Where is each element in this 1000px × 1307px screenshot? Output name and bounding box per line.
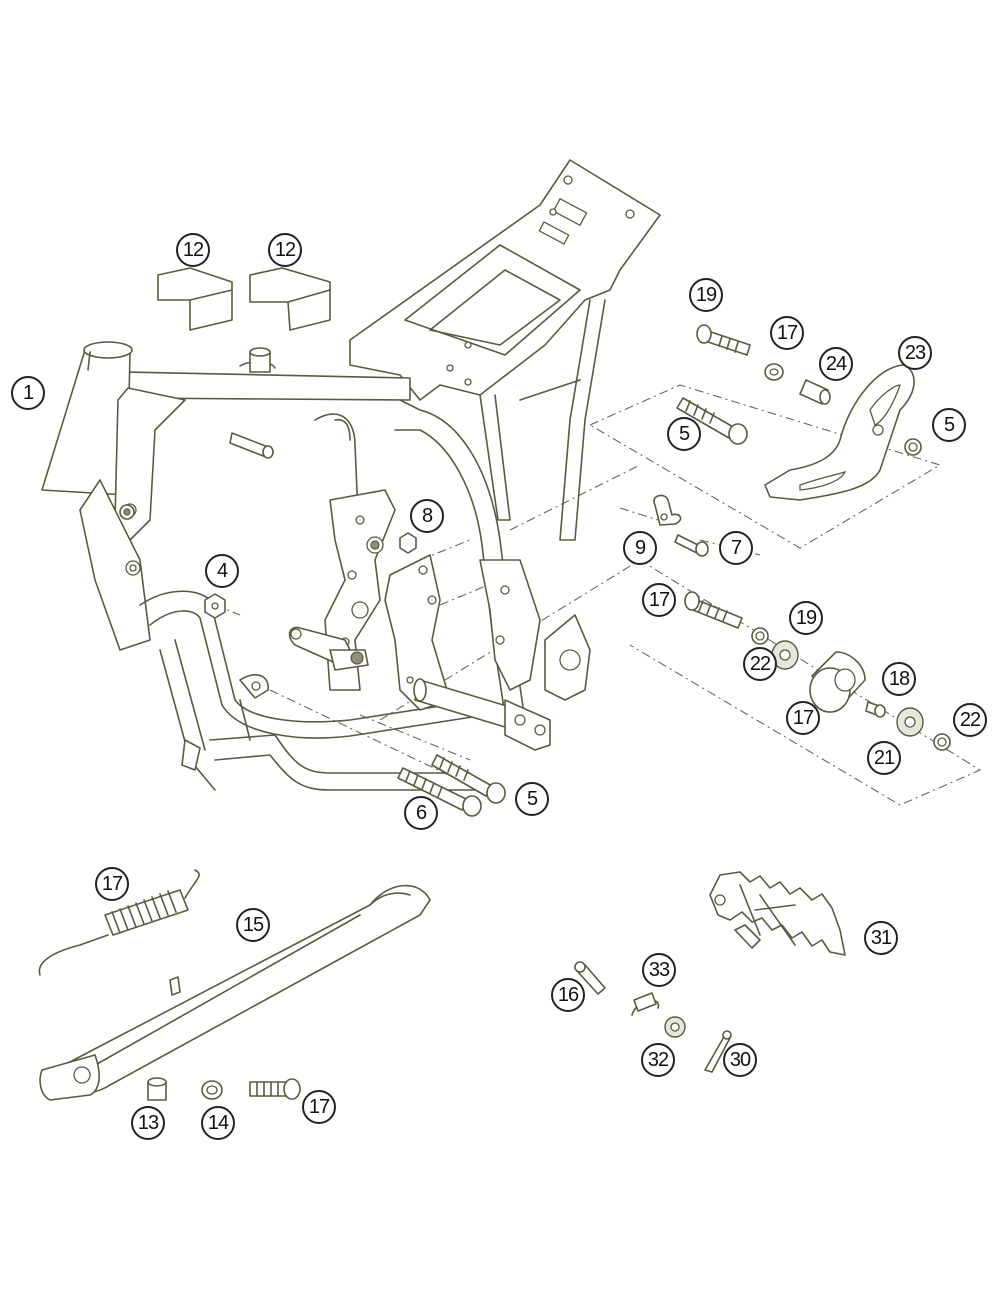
assembly-guide-lines xyxy=(214,384,982,806)
callout-8: 8 xyxy=(410,499,444,533)
callout-19: 17 xyxy=(642,583,676,617)
callout-5: 5 xyxy=(667,417,701,451)
pivot-bushing-set xyxy=(684,591,951,751)
callout-24: 24 xyxy=(819,347,853,381)
stand-hardware xyxy=(147,1077,301,1101)
callout-6: 6 xyxy=(404,796,438,830)
callout-23: 23 xyxy=(898,336,932,370)
callout-31: 30 xyxy=(723,1043,757,1077)
callout-13: 15 xyxy=(236,908,270,942)
callout-16: 17 xyxy=(302,1090,336,1124)
callout-17: 14 xyxy=(201,1106,235,1140)
brake-pedal-assembly xyxy=(676,324,922,501)
frame xyxy=(41,159,661,791)
clip-and-bolt xyxy=(653,494,709,557)
callout-17: 5 xyxy=(932,408,966,442)
callout-17: 22 xyxy=(743,647,777,681)
callout-12: 12 xyxy=(176,233,210,267)
footpeg xyxy=(709,871,846,956)
callout-33: 16 xyxy=(551,978,585,1012)
callout-35: 31 xyxy=(864,921,898,955)
callout-32: 33 xyxy=(642,953,676,987)
callout-17: 17 xyxy=(770,316,804,350)
side-stand xyxy=(39,884,431,1101)
callout-4: 4 xyxy=(205,554,239,588)
callout-9: 9 xyxy=(623,531,657,565)
bottom-bolts xyxy=(397,754,506,817)
callout-15: 17 xyxy=(95,867,129,901)
callout-22: 21 xyxy=(867,741,901,775)
callout-22: 19 xyxy=(789,601,823,635)
callout-14: 13 xyxy=(131,1106,165,1140)
callout-30: 32 xyxy=(641,1043,675,1077)
footpeg-pin-hardware xyxy=(574,961,732,1073)
callout-12: 12 xyxy=(268,233,302,267)
stand-spring xyxy=(38,869,200,976)
callout-7: 7 xyxy=(719,531,753,565)
nuts xyxy=(204,532,417,619)
callout-21: 18 xyxy=(882,662,916,696)
callout-5: 5 xyxy=(515,782,549,816)
callout-17: 22 xyxy=(953,703,987,737)
callout-1: 1 xyxy=(11,376,45,410)
frame-protector-pads xyxy=(157,267,331,331)
callout-19: 19 xyxy=(689,278,723,312)
callout-18: 17 xyxy=(786,701,820,735)
